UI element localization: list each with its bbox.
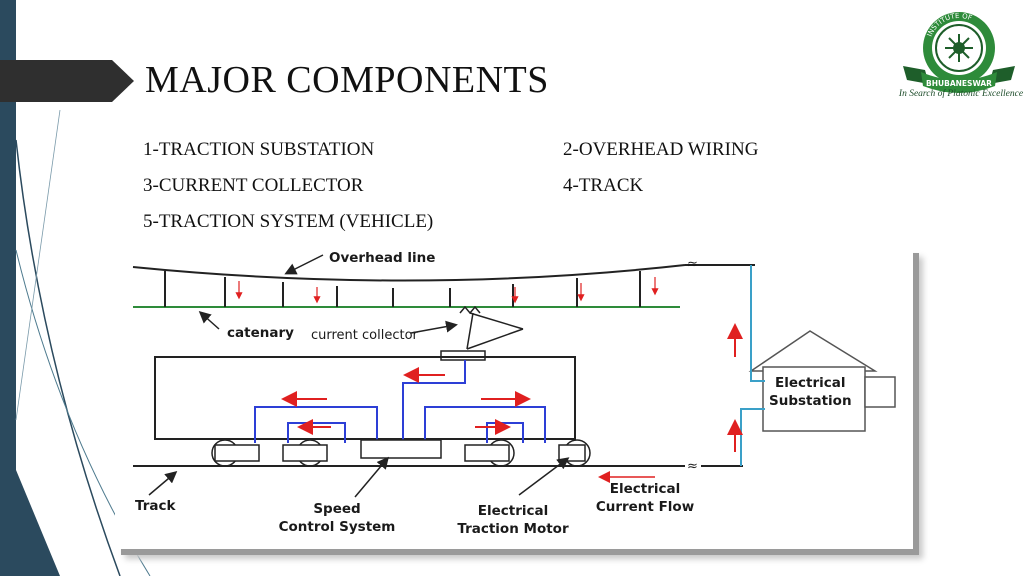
component-item-2: 2-OVERHEAD WIRING (563, 139, 759, 160)
slide-title: MAJOR COMPONENTS (145, 59, 549, 101)
label-control-system: Control System (279, 519, 396, 535)
component-item-1: 1-TRACTION SUBSTATION (143, 139, 375, 160)
substation-annex (864, 376, 896, 408)
substation-roof (748, 330, 878, 372)
label-speed: Speed (313, 501, 360, 517)
logo-banner-text: BHUBANESWAR (926, 79, 992, 88)
pantograph (440, 305, 524, 361)
logo-tagline: In Search of Platonic Excellence (898, 89, 1024, 99)
label-substation-line1: Electrical (775, 375, 846, 391)
label-electrical-motor: Electrical (478, 503, 549, 519)
vehicle-body (154, 356, 576, 440)
label-overhead-line: Overhead line (329, 250, 435, 266)
institute-logo: INSTITUTE OF BHUBANESWAR (903, 12, 1015, 93)
component-item-5: 5-TRACTION SYSTEM (VEHICLE) (143, 211, 434, 232)
vehicle-current-arrows (281, 367, 531, 435)
feeder-lines (740, 265, 765, 466)
title-tab-arrow (112, 60, 134, 102)
traction-circuit (254, 360, 546, 443)
component-item-3: 3-CURRENT COLLECTOR (143, 175, 364, 196)
decorative-lines (15, 109, 151, 576)
substation-building (762, 366, 866, 432)
left-accent-bar (0, 0, 16, 576)
label-current-flow: Current Flow (596, 499, 694, 515)
component-item-4: 4-TRACK (563, 175, 644, 196)
svg-text:≈: ≈ (687, 257, 698, 272)
title-tab (0, 60, 112, 102)
electric-traction-diagram: ≈ Overhead line catenary current collect… (132, 250, 896, 537)
label-electrical-flow: Electrical (610, 481, 681, 497)
label-track: Track (135, 498, 176, 514)
label-catenary: catenary (227, 325, 294, 341)
label-substation-line2: Substation (769, 393, 852, 409)
speed-control-box (360, 439, 442, 459)
catenary-current-arrows (235, 277, 659, 304)
catenary-droppers (164, 271, 641, 307)
svg-text:≈: ≈ (687, 459, 698, 474)
label-current-collector: current collector (311, 328, 419, 343)
overhead-line: ≈ (132, 257, 755, 282)
label-traction-motor: Traction Motor (457, 521, 569, 537)
